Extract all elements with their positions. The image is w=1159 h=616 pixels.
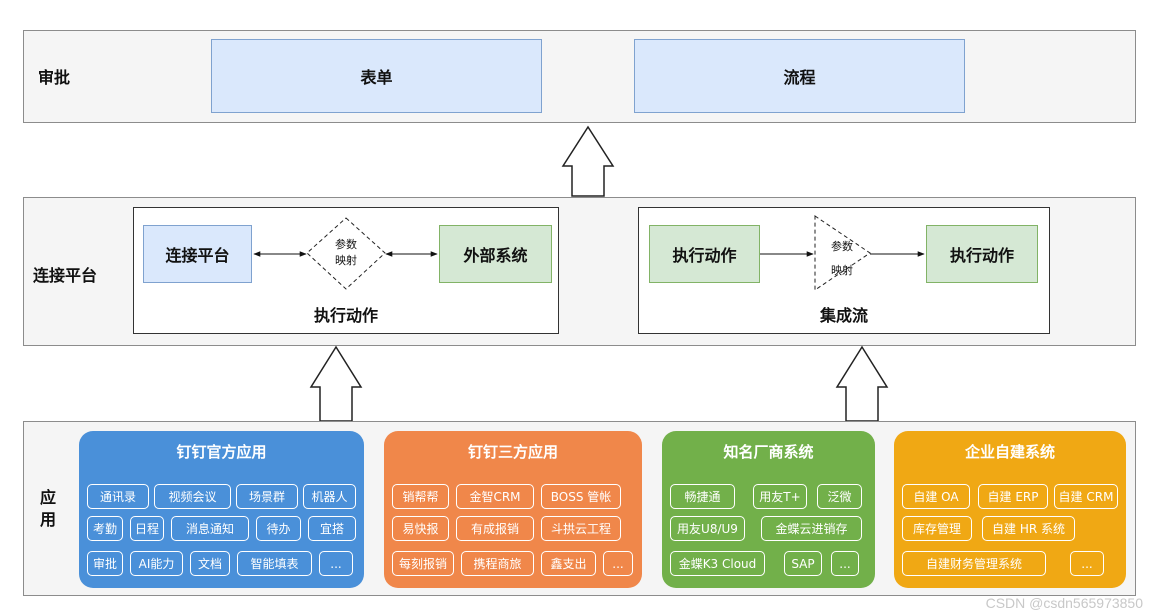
app-chip: AI能力 (130, 551, 183, 576)
app-chip: 日程 (130, 516, 164, 541)
app-chip: 自建 ERP (978, 484, 1048, 509)
up-arrow-approval (561, 125, 615, 197)
app-chip: 自建 CRM (1054, 484, 1118, 509)
execute-action-caption: 执行动作 (313, 306, 378, 325)
process-box: 流程 (634, 39, 965, 113)
app-group-title: 企业自建系统 (964, 443, 1055, 461)
integration-flow-caption: 集成流 (819, 306, 868, 325)
app-chip: 销帮帮 (392, 484, 449, 509)
up-arrow-right (835, 345, 889, 422)
mapping-label-right: 参数 映射 (822, 235, 862, 283)
app-chip: ... (1070, 551, 1104, 576)
app-chip: 携程商旅 (461, 551, 534, 576)
app-layer-label-text: 应用 (40, 488, 57, 529)
app-chip: 考勤 (87, 516, 123, 541)
app-chip: BOSS 管帐 (541, 484, 621, 509)
app-chip: 视频会议 (154, 484, 231, 509)
approval-layer-label: 审批 (38, 68, 71, 87)
app-chip: 泛微 (817, 484, 862, 509)
app-chip: 库存管理 (902, 516, 972, 541)
app-chip: 待办 (256, 516, 301, 541)
app-chip: 消息通知 (171, 516, 249, 541)
mapping-label-left: 参数 映射 (326, 237, 366, 269)
mapping-label-left-text: 参数 映射 (335, 238, 357, 267)
app-group-title: 钉钉官方应用 (176, 443, 267, 461)
app-chip: 自建财务管理系统 (902, 551, 1046, 576)
app-chip: 鑫支出 (541, 551, 596, 576)
execute-action-box-left: 执行动作 (649, 225, 760, 283)
app-chip: ... (603, 551, 633, 576)
mapping-diamond-left (306, 217, 386, 290)
app-chip: 文档 (190, 551, 230, 576)
execute-action-box-right: 执行动作 (926, 225, 1038, 283)
app-chip: 场景群 (236, 484, 298, 509)
app-chip: 用友U8/U9 (670, 516, 745, 541)
watermark: CSDN @csdn565973850 (985, 595, 1143, 611)
app-group-title: 钉钉三方应用 (467, 443, 558, 461)
mapping-label-right-text: 参数 映射 (831, 240, 853, 277)
app-chip: 通讯录 (87, 484, 149, 509)
connect-layer-label: 连接平台 (33, 266, 98, 285)
app-group-title: 知名厂商系统 (723, 443, 814, 461)
app-chip: 用友T+ (753, 484, 807, 509)
app-group: 钉钉三方应用销帮帮金智CRM BOSS 管帐易快报有成报销斗拱云工程每刻报销携程商… (384, 431, 642, 588)
app-group: 钉钉官方应用通讯录视频会议场景群机器人考勤日程消息通知待办宜搭审批 AI能力文档智… (79, 431, 364, 588)
app-chip: 宜搭 (308, 516, 356, 541)
app-chip: ... (319, 551, 353, 576)
app-chip: 有成报销 (456, 516, 534, 541)
app-chip: 审批 (87, 551, 123, 576)
form-box: 表单 (211, 39, 542, 113)
connect-platform-box: 连接平台 (143, 225, 252, 283)
app-chip: 自建 OA (902, 484, 970, 509)
app-chip: 斗拱云工程 (541, 516, 621, 541)
app-group: 知名厂商系统畅捷通用友T+ 泛微用友U8/U9 金蝶云进销存金蝶K3 Cloud SA… (662, 431, 875, 588)
app-chip: 畅捷通 (670, 484, 735, 509)
app-chip: 易快报 (392, 516, 449, 541)
app-chip: 金蝶云进销存 (761, 516, 862, 541)
app-chip: 机器人 (303, 484, 356, 509)
app-chip: 金智CRM (456, 484, 534, 509)
app-chip: 自建 HR 系统 (982, 516, 1075, 541)
up-arrow-left (309, 345, 363, 422)
app-chip: 每刻报销 (392, 551, 454, 576)
app-chip: 金蝶K3 Cloud (670, 551, 765, 576)
app-chip: 智能填表 (237, 551, 312, 576)
external-system-box: 外部系统 (439, 225, 552, 283)
mapping-triangle-right (814, 215, 871, 291)
app-layer-label: 应用 (40, 487, 58, 531)
app-chip: SAP (784, 551, 822, 576)
app-chip: ... (831, 551, 859, 576)
